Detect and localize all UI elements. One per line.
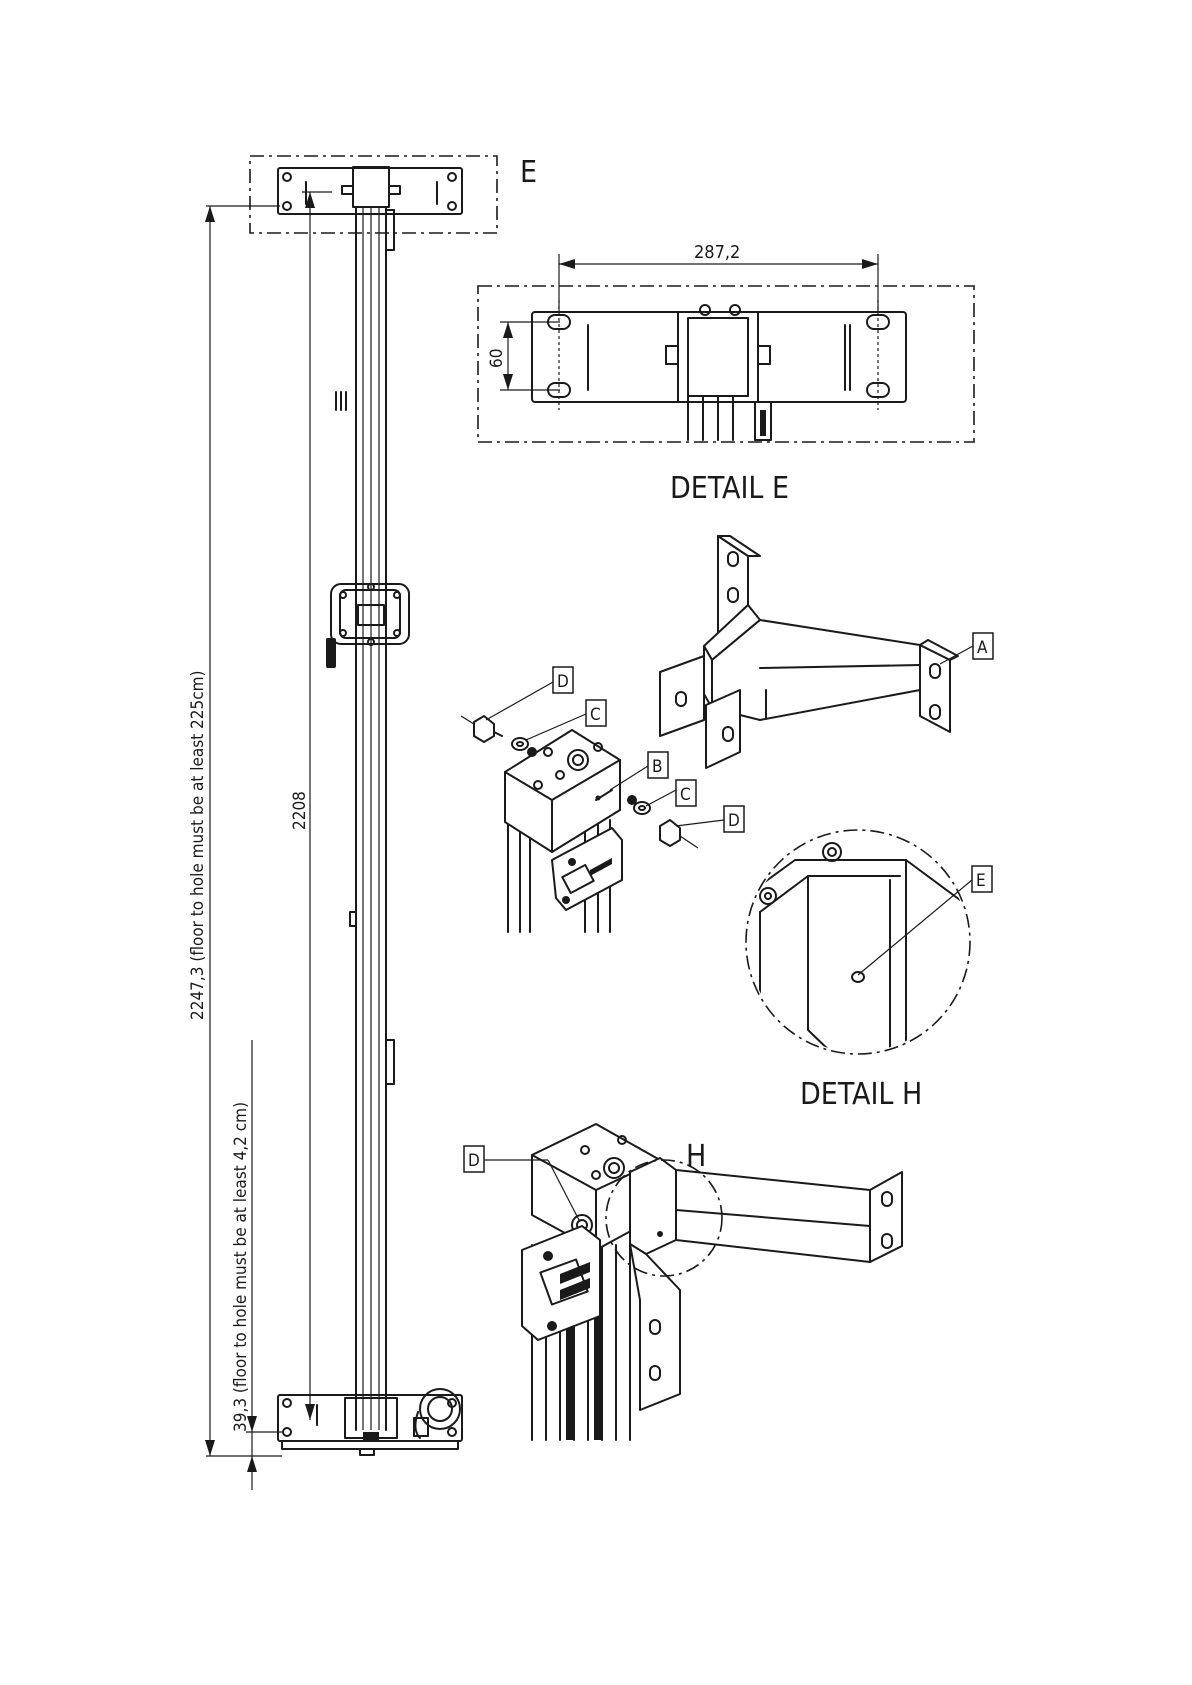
column-elevation-view: E [188,155,537,1490]
callout-d-top: D [557,672,569,692]
dimension-hole-spacing: 2208 [290,791,310,830]
callout-e: E [976,871,986,891]
detail-e-title: DETAIL E [670,471,789,506]
detail-h-circle [746,830,970,1054]
dimension-overall-height: 2247,3 (floor to hole must be at least 2… [188,670,208,1020]
callout-d-assembled: D [468,1151,480,1171]
callout-a: A [977,638,988,658]
dimension-detail-e-width: 287,2 [694,242,740,263]
dimension-detail-e-height: 60 [487,349,507,368]
assembled-bracket-view: H D [464,1124,902,1440]
detail-e-view: 287,2 60 DETAIL E [478,242,974,506]
detail-h-title: DETAIL H [800,1077,922,1112]
detail-h-view: E DETAIL H [740,830,992,1112]
detail-e-border [478,286,974,442]
bracket-exploded-view: A [660,536,993,768]
dimension-floor-offset: 39,3 (floor to hole must be at least 4,2… [231,1102,251,1432]
callout-b: B [652,757,663,777]
callout-c-top: C [590,705,601,725]
callout-c-right: C [680,785,691,805]
detail-e-marker: E [520,155,537,190]
callout-d-right: D [728,811,740,831]
detail-h-marker: H [686,1139,706,1174]
